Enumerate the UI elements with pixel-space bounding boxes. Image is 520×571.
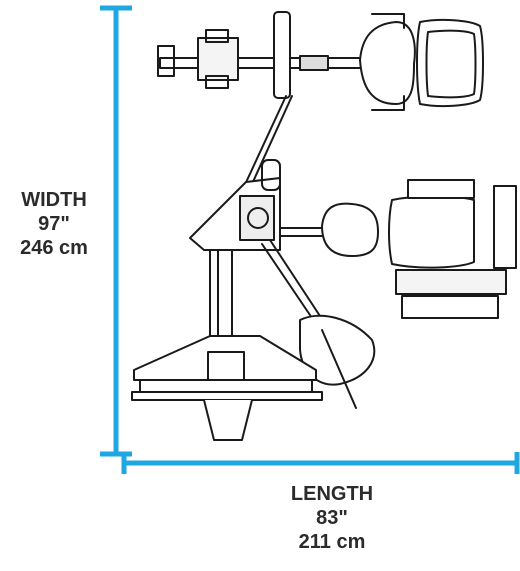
width-dimension-label: WIDTH 97" 246 cm (0, 188, 108, 260)
length-metric: 211 cm (298, 531, 366, 553)
width-dimension-line (100, 5, 132, 457)
length-imperial: 83" (316, 507, 348, 529)
width-imperial: 97" (38, 213, 70, 235)
base-frame (131, 335, 323, 441)
cable-arm (261, 239, 376, 409)
top-seat-pads (359, 13, 484, 111)
length-title: LENGTH (290, 483, 374, 505)
width-metric: 246 cm (20, 237, 88, 259)
width-title: WIDTH (21, 189, 87, 211)
central-hub (189, 159, 331, 251)
length-dimension-label: LENGTH 83" 211 cm (252, 482, 412, 554)
length-dimension-line (121, 452, 520, 474)
top-arm-assembly (157, 11, 371, 99)
middle-seat-assembly (321, 179, 517, 319)
machine-line-drawing (131, 11, 517, 441)
